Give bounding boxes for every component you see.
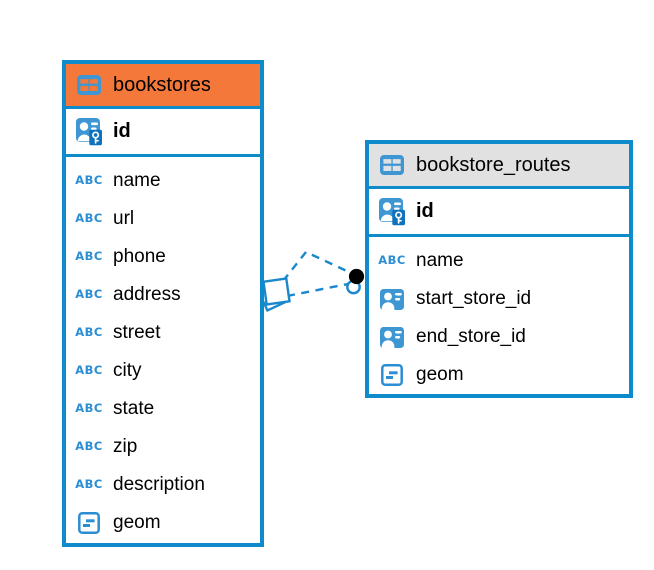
user-reference-icon xyxy=(377,289,407,310)
text-type-icon: ABC xyxy=(74,479,104,491)
field-row-street[interactable]: ABC street xyxy=(66,314,260,352)
user-reference-icon xyxy=(377,327,407,348)
field-row-start-store-id[interactable]: start_store_id xyxy=(369,280,629,318)
table-bookstores[interactable]: bookstores id ABC name ABC url ABC phone… xyxy=(62,60,264,547)
field-label: geom xyxy=(113,512,161,533)
relation-line-lower[interactable] xyxy=(286,282,349,298)
relation-one-symbol[interactable] xyxy=(346,268,365,295)
geometry-type-icon xyxy=(377,364,407,386)
text-type-icon: ABC xyxy=(74,213,104,225)
text-type-icon: ABC xyxy=(74,403,104,415)
field-row-name[interactable]: ABC name xyxy=(369,242,629,280)
abc-icon: ABC xyxy=(378,253,406,268)
field-label: id xyxy=(416,200,434,222)
abc-icon: ABC xyxy=(75,439,103,454)
field-row-description[interactable]: ABC description xyxy=(66,466,260,504)
field-row-geom[interactable]: geom xyxy=(369,356,629,394)
field-label: address xyxy=(113,284,181,305)
geometry-type-icon xyxy=(74,512,104,534)
field-row-address[interactable]: ABC address xyxy=(66,276,260,314)
field-label: description xyxy=(113,474,205,495)
field-list: ABC name start_store_id end_store_id geo… xyxy=(369,237,629,394)
field-label: name xyxy=(416,250,464,271)
abc-icon: ABC xyxy=(75,363,103,378)
abc-icon: ABC xyxy=(75,401,103,416)
primary-key-icon xyxy=(377,198,407,226)
field-label: zip xyxy=(113,436,138,457)
field-label: geom xyxy=(416,364,464,385)
field-row-zip[interactable]: ABC zip xyxy=(66,428,260,466)
abc-icon: ABC xyxy=(75,211,103,226)
relation-line-upper[interactable] xyxy=(282,250,352,282)
text-type-icon: ABC xyxy=(377,255,407,267)
field-label: end_store_id xyxy=(416,326,526,347)
abc-icon: ABC xyxy=(75,173,103,188)
abc-icon: ABC xyxy=(75,287,103,302)
text-type-icon: ABC xyxy=(74,289,104,301)
text-type-icon: ABC xyxy=(74,251,104,263)
field-row-end-store-id[interactable]: end_store_id xyxy=(369,318,629,356)
text-type-icon: ABC xyxy=(74,175,104,187)
abc-icon: ABC xyxy=(75,249,103,264)
field-label: city xyxy=(113,360,142,381)
field-label: start_store_id xyxy=(416,288,532,309)
text-type-icon: ABC xyxy=(74,441,104,453)
text-type-icon: ABC xyxy=(74,365,104,377)
table-icon xyxy=(74,75,104,95)
table-icon xyxy=(377,155,407,175)
field-row-name[interactable]: ABC name xyxy=(66,162,260,200)
field-row-phone[interactable]: ABC phone xyxy=(66,238,260,276)
table-bookstore-routes[interactable]: bookstore_routes id ABC name start_store… xyxy=(365,140,633,398)
field-list: ABC name ABC url ABC phone ABC address A… xyxy=(66,157,260,542)
field-row-id[interactable]: id xyxy=(369,189,629,237)
primary-key-icon xyxy=(74,118,104,146)
field-row-url[interactable]: ABC url xyxy=(66,200,260,238)
table-title: bookstores xyxy=(113,73,211,96)
field-label: id xyxy=(113,120,131,142)
table-bookstores-header[interactable]: bookstores xyxy=(66,64,260,109)
text-type-icon: ABC xyxy=(74,327,104,339)
field-row-city[interactable]: ABC city xyxy=(66,352,260,390)
abc-icon: ABC xyxy=(75,477,103,492)
field-label: url xyxy=(113,208,135,229)
field-row-state[interactable]: ABC state xyxy=(66,390,260,428)
table-bookstore-routes-header[interactable]: bookstore_routes xyxy=(369,144,629,189)
table-title: bookstore_routes xyxy=(416,153,571,176)
field-label: street xyxy=(113,322,161,343)
relation-many-symbol[interactable] xyxy=(256,277,291,313)
field-label: phone xyxy=(113,246,166,267)
abc-icon: ABC xyxy=(75,325,103,340)
field-row-geom[interactable]: geom xyxy=(66,504,260,542)
field-label: state xyxy=(113,398,155,419)
field-row-id[interactable]: id xyxy=(66,109,260,157)
field-label: name xyxy=(113,170,161,191)
